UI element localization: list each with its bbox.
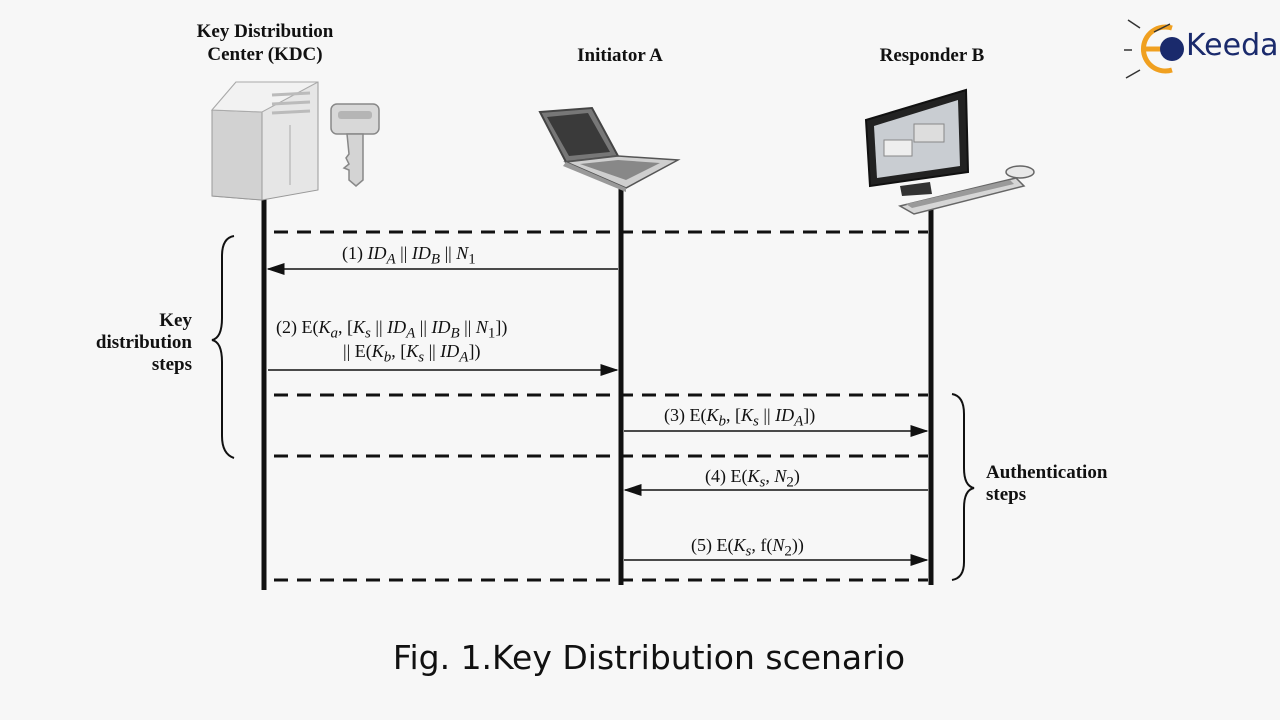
authentication-brace — [951, 393, 975, 581]
kdc-header-line2: Center (KDC) — [207, 44, 323, 65]
laptop-icon — [538, 106, 681, 192]
message-2-line2: || E(Kb, [Ks || IDA]) — [343, 341, 481, 366]
authentication-label-line2: steps — [986, 484, 1027, 505]
message-1: (1) IDA || IDB || N1 — [342, 243, 476, 268]
ekeeda-logo-text: Keeda — [1186, 28, 1279, 63]
initiator-header: Initiator A — [577, 45, 663, 66]
key-distribution-label-line3: steps — [151, 354, 192, 375]
message-1-number: (1) — [342, 243, 363, 263]
message-4-number: (4) — [705, 466, 726, 486]
kdc-header: Key Distribution Center (KDC) — [150, 20, 380, 66]
figure-caption: Fig. 1.Key Distribution scenario — [392, 638, 906, 677]
server-icon — [210, 81, 319, 201]
responder-header: Responder B — [879, 45, 985, 66]
key-distribution-label-line2: distribution — [95, 332, 192, 353]
key-distribution-label-line1: Key — [159, 310, 192, 331]
authentication-label-line1: Authentication — [986, 462, 1108, 483]
message-5-number: (5) — [691, 535, 712, 555]
key-icon — [330, 103, 380, 187]
desktop-computer-icon — [864, 88, 1035, 215]
message-4: (4) E(Ks, N2) — [705, 466, 800, 491]
message-5: (5) E(Ks, f(N2)) — [691, 535, 804, 560]
message-3-number: (3) — [664, 405, 685, 425]
key-distribution-label: Key distribution steps — [58, 310, 192, 376]
message-2-number: (2) — [276, 317, 297, 337]
kdc-header-line1: Key Distribution — [196, 21, 334, 42]
authentication-label: Authentication steps — [986, 462, 1166, 506]
ekeeda-logo-icon — [1124, 19, 1184, 79]
message-2-line1: (2) E(Ka, [Ks || IDA || IDB || N1]) — [276, 317, 508, 342]
message-3: (3) E(Kb, [Ks || IDA]) — [664, 405, 816, 430]
key-distribution-brace — [211, 235, 235, 459]
